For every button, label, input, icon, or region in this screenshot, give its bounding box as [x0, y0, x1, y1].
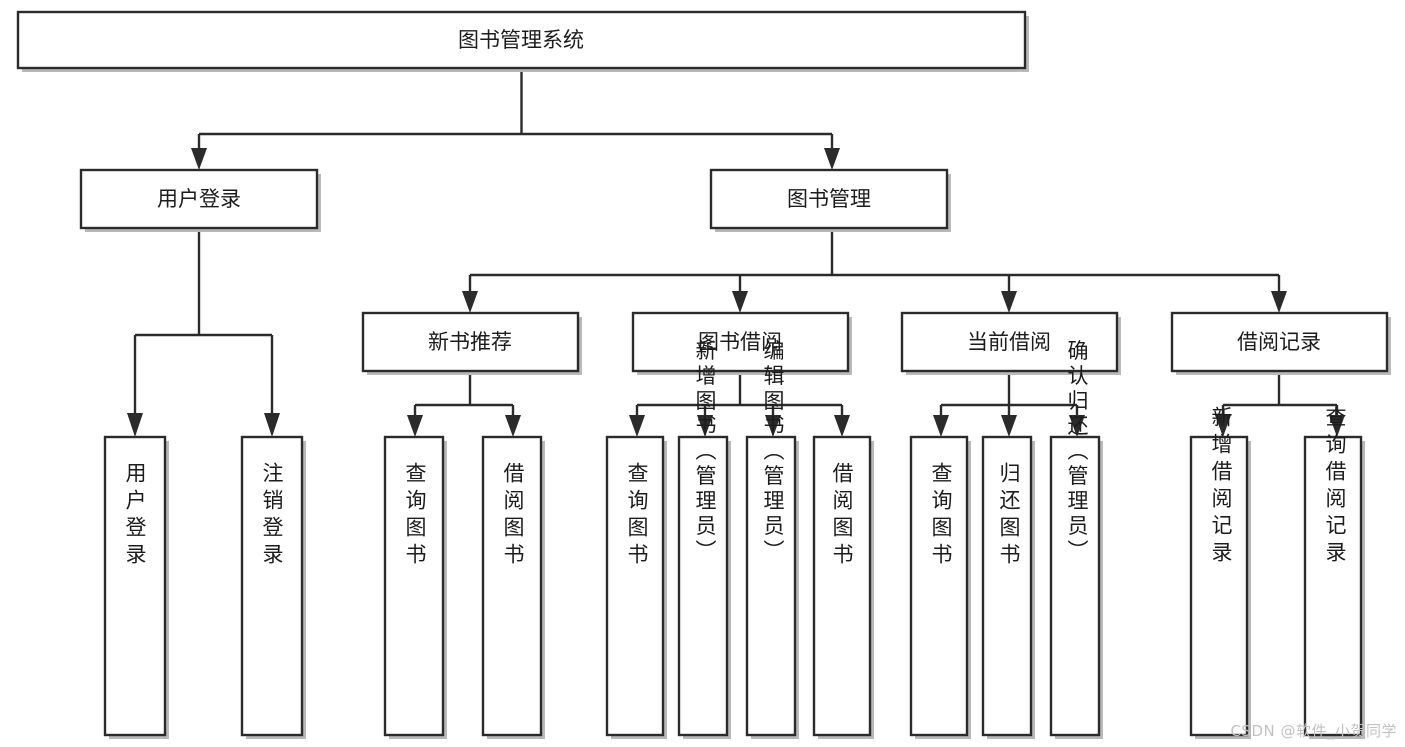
leaf-query-book-1-box[interactable] [383, 435, 445, 737]
node-book-management-box[interactable] [709, 168, 949, 230]
csdn-watermark: CSDN @软件_小贺同学 [1230, 722, 1397, 740]
node-borrow-record[interactable]: 借阅记录 [1170, 311, 1391, 375]
arrow-to-leaf-confirm-return-admin [1069, 415, 1085, 437]
leaf-confirm-return-admin-label: 确认归还（管理员） [1065, 340, 1089, 565]
leaf-query-book-3-label: 查询图书 [929, 462, 953, 570]
leaf-add-borrow-record-label: 新增借阅记录 [1209, 406, 1233, 568]
leaf-edit-book-admin[interactable]: 编辑图书（管理员） [745, 340, 799, 740]
node-book-borrow[interactable]: 图书借阅 [631, 311, 852, 375]
leaf-return-book-box[interactable] [981, 435, 1033, 737]
arrow-to-leaf-edit-book-admin [765, 415, 781, 437]
leaf-borrow-book-1[interactable]: 借阅图书 [481, 435, 545, 739]
node-new-book-recommend-box[interactable] [361, 311, 580, 373]
node-book-borrow-label: 图书借阅 [698, 330, 782, 354]
leaf-logout-login-box[interactable] [240, 435, 304, 737]
leaf-add-book-admin-label: 新增图书（管理员） [693, 340, 717, 565]
arrow-to-leaf-user-login [127, 413, 143, 437]
leaf-return-book-label: 归还图书 [997, 462, 1021, 570]
leaf-user-login[interactable]: 用户登录 [103, 435, 169, 739]
arrow-to-leaf-query-borrow-record [1329, 415, 1345, 437]
leaf-borrow-book-2[interactable]: 借阅图书 [812, 435, 874, 739]
arrow-to-new-book-recommend [462, 291, 478, 313]
leaf-query-borrow-record-label: 查询借阅记录 [1323, 406, 1347, 568]
leaf-add-book-admin[interactable]: 新增图书（管理员） [677, 340, 731, 740]
node-root-box[interactable] [16, 10, 1027, 70]
leaf-query-book-3[interactable]: 查询图书 [909, 435, 971, 739]
node-user-login[interactable]: 用户登录 [79, 168, 321, 232]
node-current-borrow-label: 当前借阅 [967, 330, 1051, 354]
node-borrow-record-label: 借阅记录 [1237, 330, 1321, 354]
leaf-query-book-3-box[interactable] [909, 435, 969, 737]
arrow-to-leaf-query-book-1 [407, 415, 423, 437]
node-root-label: 图书管理系统 [458, 28, 584, 52]
arrow-to-book-borrow [732, 291, 748, 313]
leaf-logout-login-label: 注销登录 [260, 462, 284, 570]
leaf-query-borrow-record[interactable]: 查询借阅记录 [1303, 406, 1365, 739]
node-user-login-label: 用户登录 [157, 187, 241, 211]
leaf-logout-login[interactable]: 注销登录 [240, 435, 306, 739]
node-current-borrow-box[interactable] [900, 311, 1119, 373]
leaf-add-book-admin-box[interactable] [677, 435, 729, 737]
node-root[interactable]: 图书管理系统 [16, 10, 1029, 72]
node-new-book-recommend[interactable]: 新书推荐 [361, 311, 582, 375]
arrow-to-leaf-add-borrow-record [1215, 415, 1231, 437]
node-current-borrow[interactable]: 当前借阅 [900, 311, 1121, 375]
leaf-confirm-return-admin-box[interactable] [1049, 435, 1101, 737]
node-borrow-record-box[interactable] [1170, 311, 1389, 373]
leaf-query-borrow-record-box[interactable] [1303, 435, 1363, 737]
arrow-to-leaf-borrow-book-2 [834, 415, 850, 437]
leaf-borrow-book-1-label: 借阅图书 [501, 462, 525, 570]
leaf-query-book-2[interactable]: 查询图书 [605, 435, 667, 739]
arrow-to-leaf-query-book-2 [629, 415, 645, 437]
arrow-to-leaf-add-book-admin [697, 415, 713, 437]
leaf-return-book[interactable]: 归还图书 [981, 435, 1035, 739]
arrow-to-leaf-borrow-book-1 [505, 415, 521, 437]
leaf-edit-book-admin-label: 编辑图书（管理员） [761, 340, 785, 565]
node-user-login-box[interactable] [79, 168, 319, 230]
leaf-user-login-label: 用户登录 [123, 462, 147, 570]
node-new-book-recommend-label: 新书推荐 [428, 330, 512, 354]
arrow-to-book-management [824, 148, 840, 170]
leaf-query-book-2-label: 查询图书 [625, 462, 649, 570]
leaf-query-book-1-label: 查询图书 [403, 462, 427, 570]
arrow-to-leaf-logout-login [264, 413, 280, 437]
leaf-query-book-1[interactable]: 查询图书 [383, 435, 447, 739]
arrow-to-borrow-record [1271, 291, 1287, 313]
node-book-management-label: 图书管理 [787, 187, 871, 211]
leaf-add-borrow-record[interactable]: 新增借阅记录 [1189, 406, 1251, 739]
leaf-add-borrow-record-box[interactable] [1189, 435, 1249, 737]
leaf-borrow-book-2-box[interactable] [812, 435, 872, 737]
arrow-to-leaf-query-book-3 [933, 415, 949, 437]
node-book-management[interactable]: 图书管理 [709, 168, 951, 232]
leaf-query-book-2-box[interactable] [605, 435, 665, 737]
leaf-borrow-book-2-label: 借阅图书 [830, 462, 854, 570]
leaf-user-login-box[interactable] [103, 435, 167, 737]
leaf-edit-book-admin-box[interactable] [745, 435, 797, 737]
leaf-confirm-return-admin[interactable]: 确认归还（管理员） [1049, 340, 1103, 740]
arrow-to-current-borrow [1001, 291, 1017, 313]
node-book-borrow-box[interactable] [631, 311, 850, 373]
arrow-to-leaf-return-book [1001, 415, 1017, 437]
connectors [127, 68, 1345, 437]
leaf-borrow-book-1-box[interactable] [481, 435, 543, 737]
arrow-to-user-login [191, 148, 207, 170]
